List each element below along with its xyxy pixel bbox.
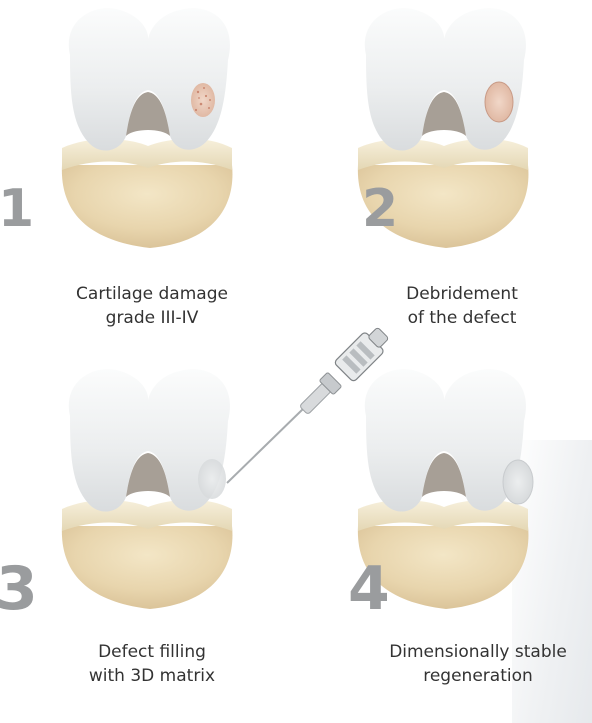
- knee-illustration: [0, 361, 296, 611]
- step-3-panel: 3 Defect filling with 3D matrix: [0, 361, 296, 723]
- regenerated-cartilage: [503, 460, 533, 504]
- step-number: 4: [348, 559, 390, 619]
- step-caption: Debridement of the defect: [352, 282, 572, 330]
- step-number: 3: [0, 559, 38, 619]
- knee-illustration: [296, 361, 592, 611]
- filled-defect: [198, 459, 226, 499]
- cartilage-defect: [191, 83, 215, 117]
- knee-illustration: [0, 0, 296, 250]
- tibia-bone: [62, 165, 233, 248]
- tibia-bone: [62, 526, 233, 609]
- step-1-panel: 1 Cartilage damage grade III-IV: [0, 0, 296, 361]
- knee-illustration: [296, 0, 592, 250]
- step-caption: Cartilage damage grade III-IV: [42, 282, 262, 330]
- step-caption: Dimensionally stable regeneration: [368, 640, 588, 688]
- debrided-defect: [485, 82, 513, 122]
- step-caption: Defect filling with 3D matrix: [42, 640, 262, 688]
- step-4-panel: 4 Dimensionally stable regeneration: [296, 361, 592, 723]
- step-number: 2: [362, 183, 398, 235]
- step-2-panel: 2 Debridement of the defect: [296, 0, 592, 361]
- step-number: 1: [0, 183, 34, 235]
